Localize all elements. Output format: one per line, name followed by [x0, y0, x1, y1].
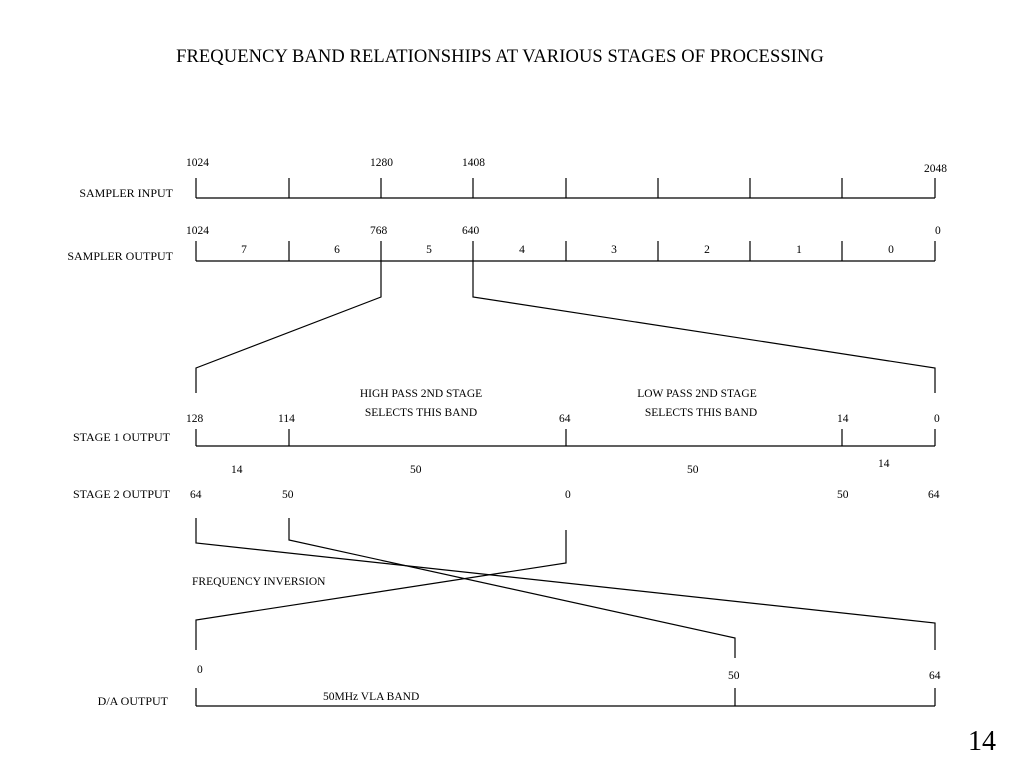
stage1-tick-label: 64 — [559, 413, 571, 425]
band-number: 2 — [704, 244, 710, 256]
band-number: 4 — [519, 244, 525, 256]
stage1-tick-label: 128 — [186, 413, 204, 425]
diagram-lines — [195, 178, 936, 707]
diagram-title: FREQUENCY BAND RELATIONSHIPS AT VARIOUS … — [176, 47, 824, 67]
row-label-stage2: STAGE 2 OUTPUT — [73, 487, 171, 501]
stage2-tick-label: 50 — [837, 489, 849, 501]
row-label-sampler-input: SAMPLER INPUT — [79, 186, 173, 200]
sampler-input-tick-label: 1408 — [462, 157, 485, 169]
stage2-tick-label: 64 — [190, 489, 202, 501]
row-label-da-output: D/A OUTPUT — [98, 694, 169, 708]
zoom-line-left — [195, 261, 382, 393]
band-width-label: 50 — [410, 464, 422, 476]
crossing-line-64 — [195, 518, 936, 650]
sampler-output-tick-label: 640 — [462, 225, 480, 237]
band-number: 0 — [888, 244, 894, 256]
band-width-label: 50 — [687, 464, 699, 476]
da-output-tick-label: 50 — [728, 670, 740, 682]
high-pass-note: SELECTS THIS BAND — [365, 407, 477, 419]
sampler-input-tick-label: 2048 — [924, 163, 947, 175]
row-label-sampler-output: SAMPLER OUTPUT — [67, 249, 173, 263]
row-label-stage1: STAGE 1 OUTPUT — [73, 430, 171, 444]
low-pass-note: SELECTS THIS BAND — [645, 407, 757, 419]
stage1-tick-label: 0 — [934, 413, 940, 425]
low-pass-note: LOW PASS 2ND STAGE — [637, 388, 757, 400]
band-number: 5 — [426, 244, 432, 256]
crossing-line-50 — [288, 518, 736, 658]
stage1-tick-label: 14 — [837, 413, 849, 425]
sampler-input-tick-label: 1280 — [370, 157, 393, 169]
sampler-input-tick-label: 1024 — [186, 157, 209, 169]
stage1-tick-label: 114 — [278, 413, 295, 425]
stage2-tick-label: 0 — [565, 489, 571, 501]
vla-band-label: 50MHz VLA BAND — [323, 691, 419, 703]
band-width-label: 14 — [231, 464, 243, 476]
crossing-line-0 — [195, 530, 567, 650]
band-number: 7 — [241, 244, 247, 256]
band-number: 1 — [796, 244, 802, 256]
stage2-tick-label: 50 — [282, 489, 294, 501]
frequency-inversion-label: FREQUENCY INVERSION — [192, 576, 326, 588]
sampler-output-tick-label: 0 — [935, 225, 941, 237]
da-output-tick-label: 64 — [929, 670, 941, 682]
band-number: 6 — [334, 244, 340, 256]
page-number: 14 — [968, 726, 996, 757]
stage2-tick-label: 64 — [928, 489, 940, 501]
band-number: 3 — [611, 244, 617, 256]
da-output-tick-label: 0 — [197, 664, 203, 676]
high-pass-note: HIGH PASS 2ND STAGE — [360, 388, 482, 400]
band-width-label: 14 — [878, 458, 890, 470]
sampler-output-tick-label: 768 — [370, 225, 388, 237]
sampler-output-tick-label: 1024 — [186, 225, 209, 237]
zoom-line-right — [472, 261, 936, 393]
